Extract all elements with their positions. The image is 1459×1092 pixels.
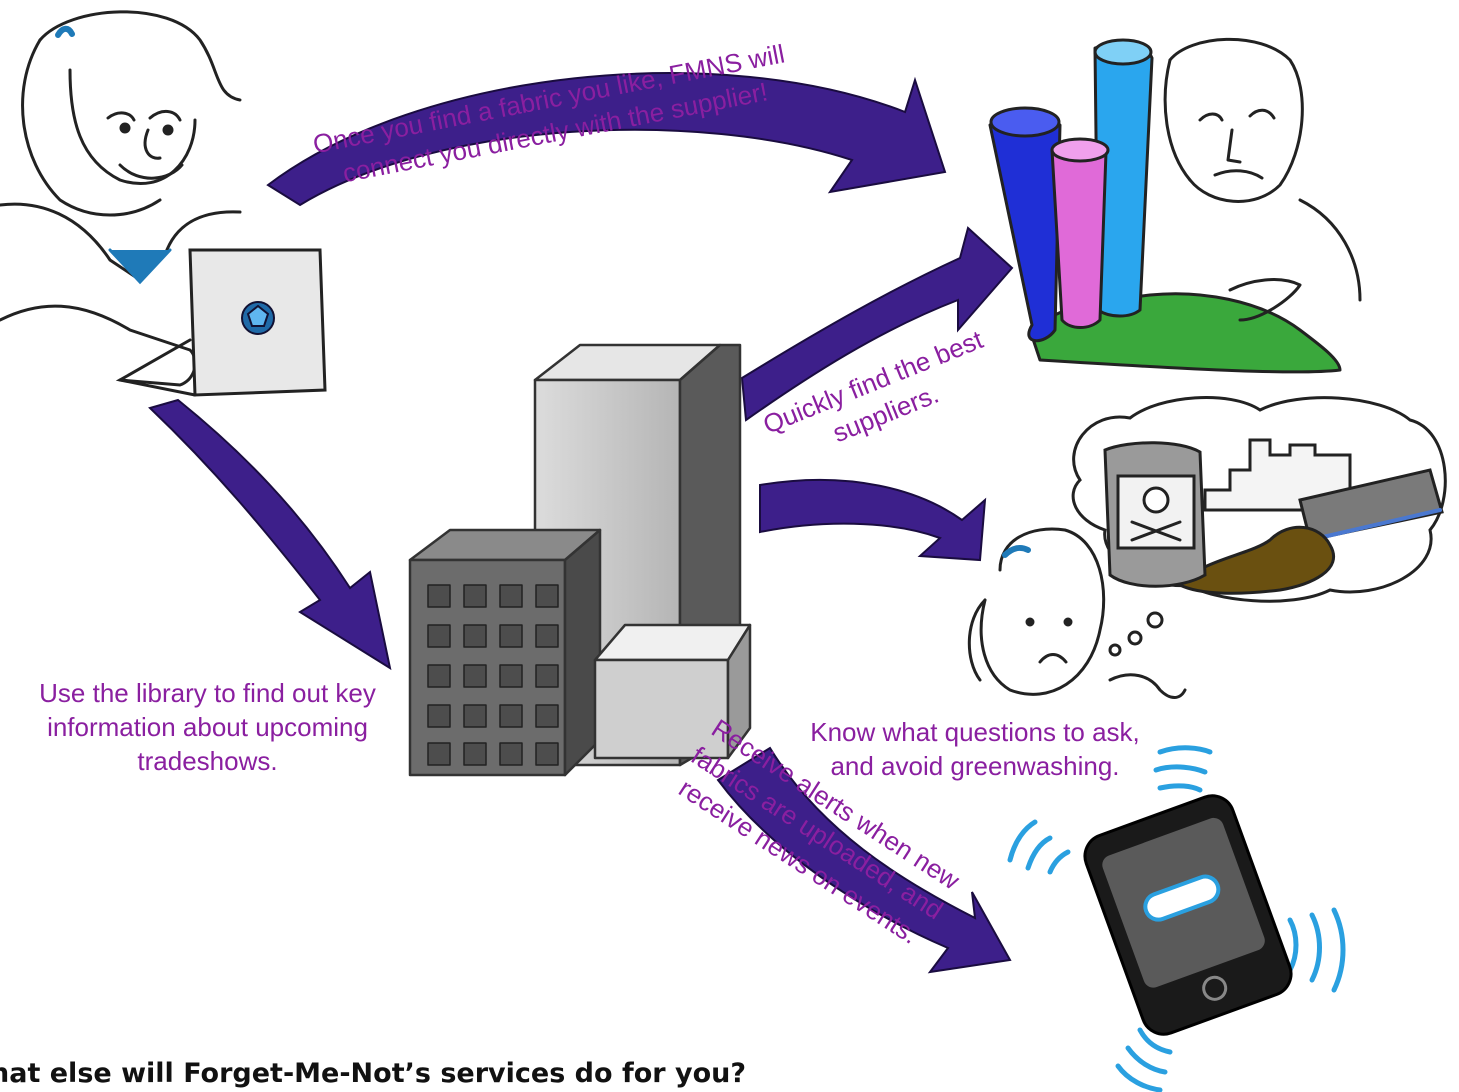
caption-library-line-3: tradeshows.: [137, 746, 278, 776]
phone-alert-icon: [1007, 745, 1346, 1092]
caption-questions-line-1: Know what questions to ask,: [810, 717, 1140, 747]
fabric-supplier-icon: [988, 37, 1362, 374]
arrow-library-to-pollution: [759, 478, 987, 562]
arrow-user-to-supplier: [266, 72, 947, 207]
worried-pollution-thought-icon: [967, 396, 1447, 699]
section-heading: hat else will Forget-Me-Not’s services d…: [0, 1058, 746, 1089]
library-buildings-icon: [408, 343, 752, 777]
arrow-user-to-library: [148, 398, 392, 671]
caption-library-tradeshows: Use the library to find out key informat…: [5, 676, 410, 778]
caption-avoid-greenwashing: Know what questions to ask, and avoid gr…: [790, 715, 1160, 783]
caption-questions-line-2: and avoid greenwashing.: [830, 751, 1120, 781]
arrow-library-to-supplier: [740, 226, 1014, 422]
caption-library-line-2: information about upcoming: [47, 712, 368, 742]
woman-with-laptop-icon: [0, 10, 327, 397]
arrow-library-to-phone: [716, 746, 1012, 974]
caption-library-line-1: Use the library to find out key: [39, 678, 376, 708]
